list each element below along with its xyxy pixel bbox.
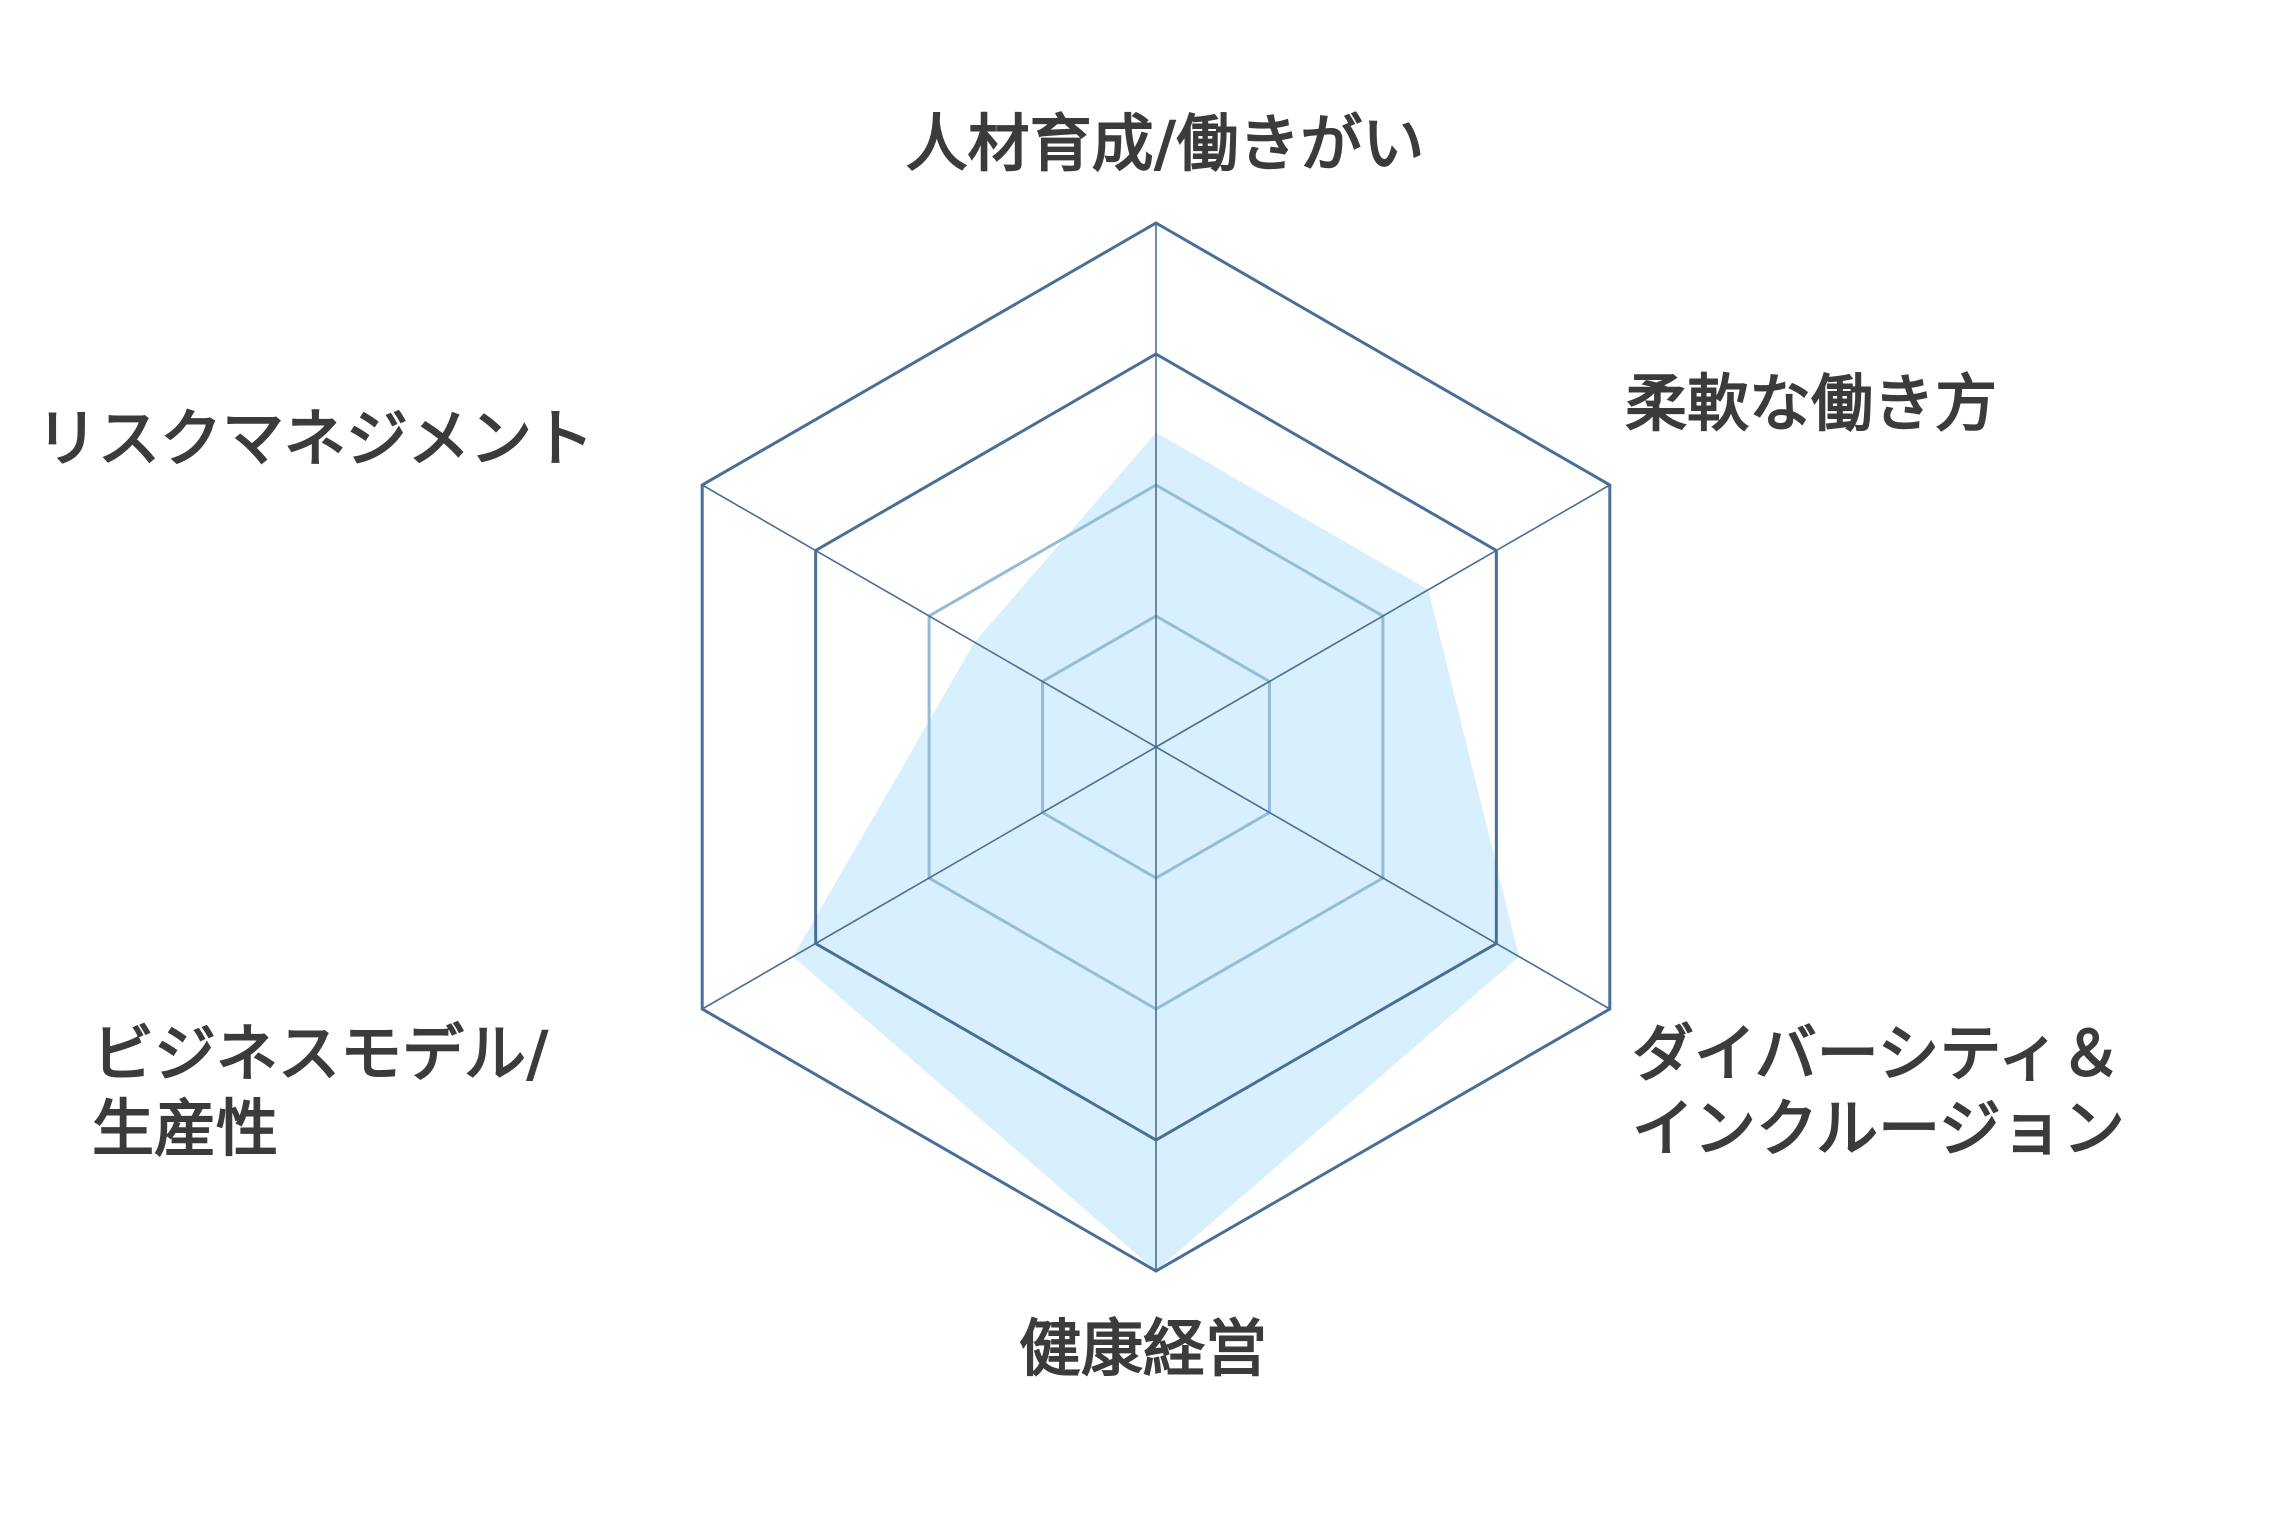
axis-label-2-line1: ダイバーシティ＆ xyxy=(1632,1017,2122,1090)
axis-label-5: リスクマネジメント xyxy=(36,402,594,475)
axis-line-5 xyxy=(701,484,1157,748)
axis-line-2 xyxy=(1155,746,1611,1010)
axis-line-4 xyxy=(701,746,1157,1010)
axis-label-3: 健康経営 xyxy=(1019,1312,1267,1385)
axis-label-1: 柔軟な働き方 xyxy=(1625,367,1997,440)
axis-label-4-line2: 生産性 xyxy=(92,1092,278,1165)
axis-label-2-line2: インクルージョン xyxy=(1632,1092,2125,1165)
axis-label-4-line1: ビジネスモデル/ xyxy=(92,1017,549,1090)
axis-line-1 xyxy=(1155,484,1611,748)
axis-label-0: 人材育成/働きがい xyxy=(906,107,1425,180)
